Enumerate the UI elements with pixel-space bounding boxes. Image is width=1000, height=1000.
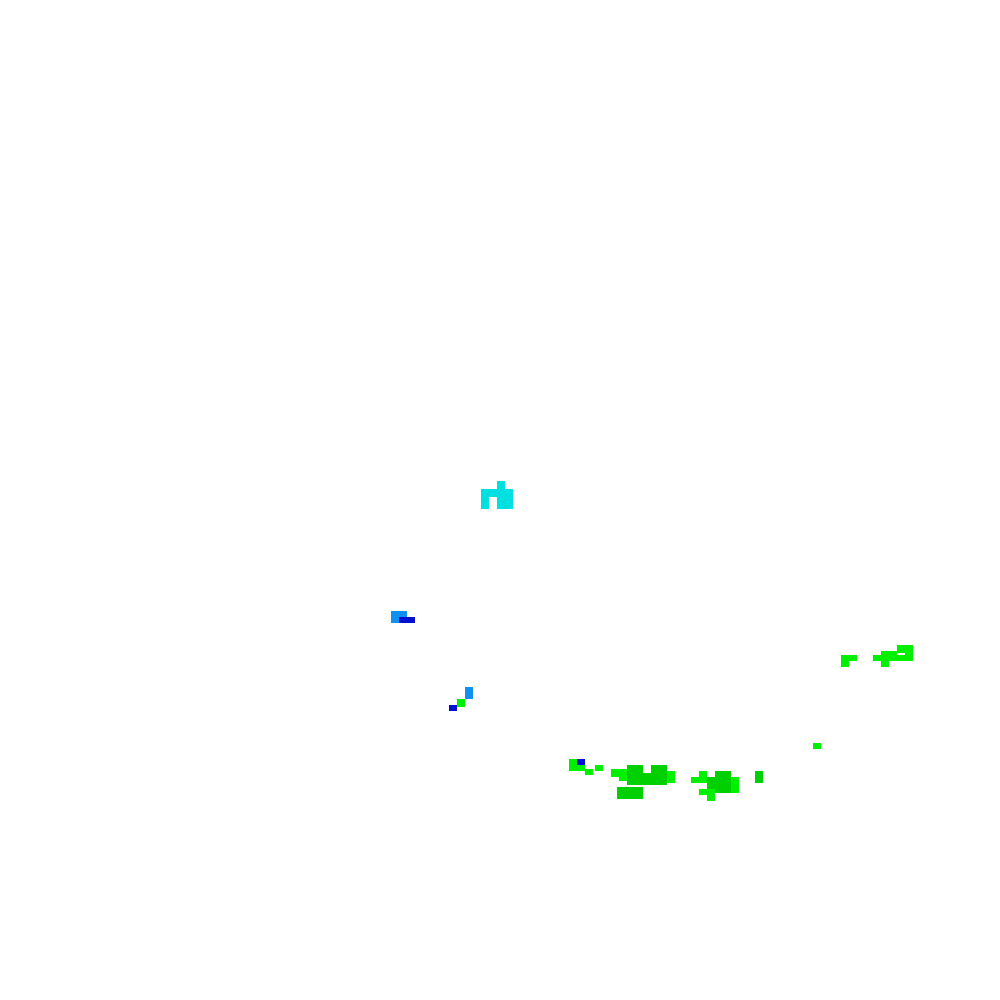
pixel-block — [707, 793, 715, 801]
pixel-block — [667, 771, 675, 783]
pixel-block — [465, 687, 473, 699]
pixel-block — [889, 655, 905, 661]
pixel-block — [569, 759, 577, 771]
pixel-block — [399, 617, 415, 623]
pixel-block — [841, 655, 857, 661]
pixel-block — [643, 773, 667, 785]
pixel-block — [627, 777, 643, 785]
pixel-block — [755, 771, 763, 783]
pixel-block — [881, 659, 889, 667]
pixel-block — [873, 655, 885, 661]
pixel-block — [715, 771, 731, 779]
pixel-block — [699, 789, 715, 795]
pixel-block — [577, 765, 585, 771]
pixel-block — [595, 765, 603, 771]
pixel-block — [391, 611, 407, 619]
pixel-block — [731, 777, 739, 793]
pixel-block — [813, 743, 821, 749]
pixel-block — [585, 769, 593, 775]
pixel-block — [905, 653, 913, 661]
pixel-block — [627, 765, 643, 777]
pixel-block — [497, 481, 505, 489]
pixel-block — [691, 777, 707, 783]
pixel-block — [619, 773, 627, 781]
pixel-block — [699, 771, 707, 777]
pixel-block — [651, 765, 667, 773]
pixel-block — [497, 501, 513, 509]
pixel-block — [391, 615, 399, 623]
pixel-block — [449, 705, 457, 711]
pixel-block — [481, 489, 513, 497]
pixel-block — [457, 699, 465, 707]
pixel-block — [577, 759, 585, 765]
pixel-block — [617, 787, 643, 799]
pixel-block — [497, 497, 513, 501]
pixel-block — [481, 501, 489, 509]
pixel-block — [841, 661, 849, 667]
pixel-block — [897, 645, 913, 653]
